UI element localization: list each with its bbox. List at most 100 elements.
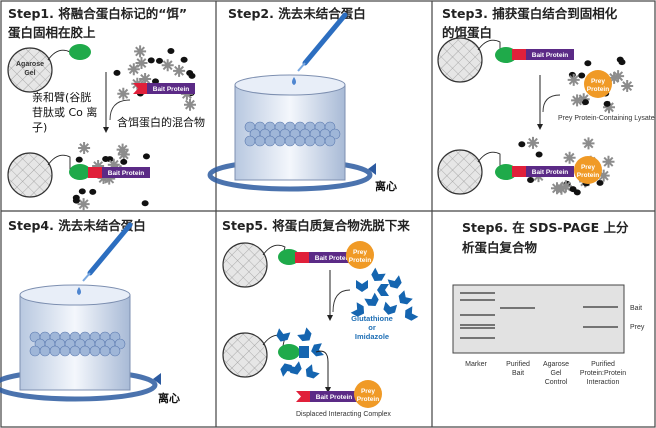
centrifuge-label: 离心: [158, 391, 180, 405]
beads-in-beaker: [314, 135, 326, 147]
eluent-chevron: [404, 306, 419, 321]
bait-fusion-tag: [133, 83, 147, 94]
contaminant-protein-star: [77, 198, 90, 211]
contaminant-protein-star: [183, 98, 197, 111]
contaminant-protein-dot: [72, 197, 80, 204]
lane-label: Marker: [465, 361, 487, 368]
contaminant-protein-star: [139, 72, 152, 86]
contaminant-protein-dot: [188, 72, 196, 79]
bait-protein-label: Bait Protein: [108, 170, 145, 177]
bait-fusion-tag: [512, 49, 526, 60]
beads-in-beaker: [79, 345, 91, 357]
contaminant-protein-dot: [151, 78, 159, 85]
contaminant-protein-star: [117, 148, 130, 161]
affinity-tag: [278, 344, 300, 360]
affinity-tag: [69, 164, 91, 180]
prey-label: Prey: [361, 388, 375, 395]
prey-label: Prey: [353, 249, 367, 256]
contaminant-protein-star: [161, 59, 174, 72]
beads-in-beaker: [39, 345, 51, 357]
beads-in-beaker: [304, 135, 316, 147]
band-label-prey: Prey: [630, 324, 645, 331]
contaminant-protein-dot: [535, 151, 543, 158]
affinity-tag: [495, 164, 517, 180]
beads-in-beaker: [99, 345, 111, 357]
bait-fusion-tag: [295, 252, 309, 263]
eluent-chevron: [387, 275, 402, 289]
contaminant-protein-star: [135, 56, 148, 70]
beads-in-beaker: [109, 345, 121, 357]
eluent-chevron: [356, 280, 368, 292]
contaminant-protein-dot: [75, 156, 83, 163]
agarose-bead: [437, 37, 483, 83]
contaminant-protein-star: [78, 141, 91, 155]
eluent-chevron: [305, 364, 320, 379]
eluent-label-2: or: [368, 323, 376, 332]
contaminant-protein-dot: [120, 158, 128, 165]
bait-fusion-tag: [512, 166, 526, 177]
bait-protein-label: Bait Protein: [315, 255, 352, 262]
band-label-bait: Bait: [630, 305, 642, 312]
bead-label-line1: Agarose: [16, 61, 44, 68]
pipette-tip: [82, 272, 91, 282]
eluent-chevron: [398, 290, 413, 305]
eluent-chevron: [371, 267, 386, 282]
beaker-rim: [19, 284, 131, 306]
contaminant-protein-dot: [102, 155, 110, 162]
agarose-bead: [222, 332, 268, 378]
beaker-rim: [234, 74, 346, 96]
beads-in-beaker: [294, 135, 306, 147]
centrifuge-label: 离心: [375, 179, 397, 193]
bait-fusion-tag: [296, 391, 310, 402]
prey-label: Protein: [357, 396, 379, 403]
beads-in-beaker: [254, 135, 266, 147]
pipette: [87, 222, 133, 276]
lane-label: Interaction: [587, 379, 620, 386]
beaker: [207, 12, 376, 192]
bait-protein: Bait Protein: [295, 252, 357, 263]
beads-in-beaker: [324, 135, 336, 147]
lane-labels: Marker Purified Bait Agarose Gel Control…: [465, 361, 626, 386]
contaminant-protein-dot: [89, 188, 97, 195]
contaminant-protein-star: [567, 73, 580, 86]
step3-title-line1: Step3. 捕获蛋白结合到固相化: [442, 6, 618, 21]
contaminant-protein-dot: [596, 179, 604, 186]
bait-protein: Bait Protein: [512, 166, 574, 177]
contaminant-protein-star: [127, 63, 140, 76]
lane-label: Agarose: [543, 361, 569, 368]
eluent-chevron: [383, 301, 398, 315]
step3-title-line2: 的饵蛋白: [442, 25, 492, 40]
pipette: [302, 12, 348, 66]
contaminant-protein-star: [621, 79, 634, 93]
beads-in-beaker: [49, 345, 61, 357]
bait-protein-body: [102, 167, 150, 178]
step5-title: Step5. 将蛋白质复合物洗脱下来: [222, 218, 410, 233]
contaminant-protein-dot: [180, 56, 188, 63]
beads-in-beaker: [69, 345, 81, 357]
step5-panel: Step5. 将蛋白质复合物洗脱下来 Bait ProteinPreyProte…: [222, 218, 419, 418]
lysate-label: Prey Protein-Containing Lysate: [558, 115, 655, 122]
contaminant-protein-dot: [527, 177, 535, 184]
contaminant-protein-dot: [155, 57, 163, 64]
linker-line: [262, 244, 286, 259]
bait-protein-body: [526, 166, 574, 177]
beaker: [0, 222, 161, 402]
eluent-chevron: [297, 327, 312, 342]
lane-label: Purified: [506, 361, 530, 368]
prey-label: Prey: [591, 78, 605, 85]
eluent-label-3: Imidazole: [355, 332, 389, 341]
bait-protein-label: Bait Protein: [153, 86, 190, 93]
step2-panel: Step2. 洗去未结合蛋白 离心: [207, 6, 397, 193]
contaminant-protein-dot: [113, 69, 121, 76]
affinity-arm-label-3: 子): [32, 121, 47, 134]
curved-arrow: [542, 94, 561, 113]
contaminant-protein-star: [555, 182, 568, 195]
beads-in-beaker: [274, 135, 286, 147]
contaminant-protein-star: [117, 87, 130, 100]
prey-label: Protein: [587, 86, 609, 93]
bait-protein-body: [147, 83, 195, 94]
prey-label: Prey: [581, 164, 595, 171]
affinity-arm-label-1: 亲和臂(谷胱: [32, 90, 91, 104]
step6-title-line1: Step6. 在 SDS-PAGE 上分: [462, 220, 629, 235]
